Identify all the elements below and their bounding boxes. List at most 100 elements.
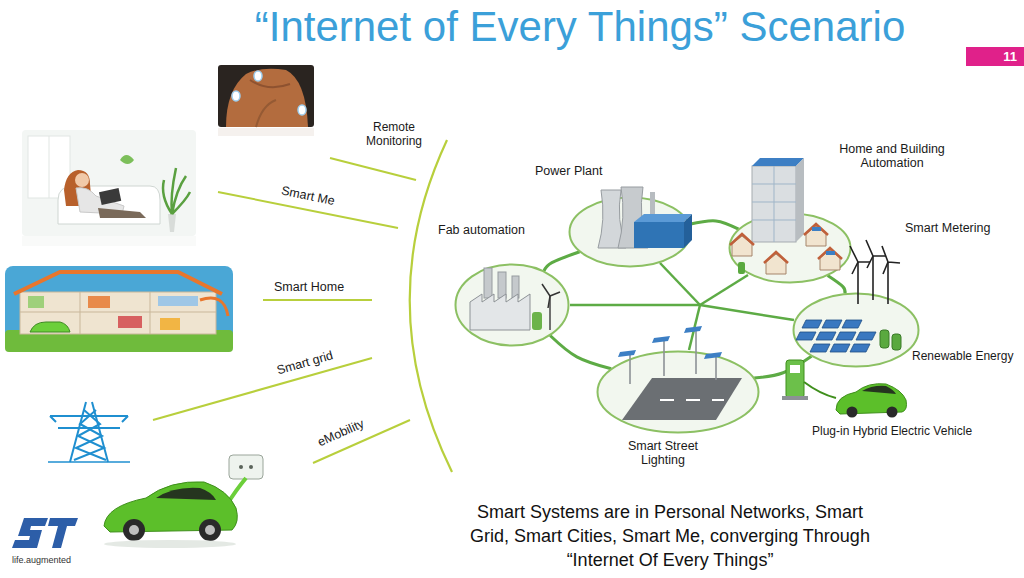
solar-panel-array <box>850 344 870 352</box>
company-logo <box>12 518 48 548</box>
remote-monitoring-photo <box>298 105 306 115</box>
factory-icon <box>484 268 492 298</box>
wind-turbine <box>866 240 886 268</box>
smart-me-photo <box>22 130 196 246</box>
node-label: Renewable Energy <box>912 350 1018 364</box>
smart-home-picture <box>20 312 216 313</box>
convergence-arc <box>410 140 452 472</box>
emobility-car <box>104 455 263 548</box>
street-icon <box>618 326 722 359</box>
smart-me-photo <box>120 155 134 164</box>
factory-icon <box>470 268 560 330</box>
street-icon <box>629 354 631 384</box>
solar-panel-array <box>856 332 876 340</box>
remote-monitoring-photo <box>254 71 262 81</box>
smart-home-picture <box>160 318 180 330</box>
branch-label: Smart Home <box>274 280 344 294</box>
pylon-symbol <box>48 402 130 462</box>
ring-connector <box>544 252 580 271</box>
slide-title: “Internet of Every Things” Scenario <box>170 4 990 50</box>
convergence-arc <box>410 140 452 472</box>
solar-panel-array <box>802 320 822 328</box>
smart-home-picture <box>88 296 110 308</box>
wind-turbine <box>850 240 900 304</box>
street-icon <box>684 326 702 333</box>
charging-station <box>804 382 836 398</box>
solar-panel-array <box>830 344 850 352</box>
emobility-car <box>156 488 216 500</box>
node-label: Fab automation <box>438 223 548 237</box>
street-icon <box>715 356 717 380</box>
street-icon <box>660 399 724 401</box>
street-icon <box>618 350 636 357</box>
wind-turbine <box>850 246 870 274</box>
wind-turbine <box>872 256 874 300</box>
wind-turbine <box>887 262 889 304</box>
wind-turbine <box>857 262 859 304</box>
smart-home-picture <box>150 292 151 334</box>
node-label: Smart Street Lighting <box>613 439 713 468</box>
house-icon <box>812 227 821 231</box>
house-icon <box>818 248 842 259</box>
solar-panel-array <box>816 332 836 340</box>
smart-home-picture <box>20 292 216 334</box>
charging-station <box>786 360 804 398</box>
ellipse-outline <box>598 352 759 433</box>
hub-spoke <box>700 275 748 305</box>
smart-home-picture <box>200 298 228 316</box>
power-plant-icon <box>684 214 692 248</box>
node-label: Smart Metering <box>905 221 1013 235</box>
smart-home-picture <box>80 292 81 334</box>
solar-panel-array <box>842 320 862 328</box>
smart-home-picture <box>158 296 198 306</box>
house-icon <box>738 262 745 274</box>
pylon-symbol <box>70 402 108 462</box>
solar-panel-array <box>810 344 830 352</box>
smart-home-picture <box>28 296 44 308</box>
building-icon <box>752 158 804 242</box>
solar-panel-array <box>836 332 856 340</box>
smart-home-picture <box>118 316 142 328</box>
smart-home-picture <box>30 322 70 332</box>
branch-label: Remote Monitoring <box>360 121 428 149</box>
street-icon <box>622 378 742 420</box>
emobility-car <box>129 525 139 535</box>
house-icon <box>730 234 754 245</box>
leader-line <box>330 158 416 180</box>
factory-icon <box>498 272 506 298</box>
solar-panel-array <box>796 320 876 352</box>
smart-me-photo <box>98 208 146 218</box>
hub-spoke <box>570 304 700 307</box>
factory-icon <box>470 294 530 330</box>
storage-tank <box>880 330 889 348</box>
leader-line <box>153 358 372 420</box>
factory-icon <box>532 312 542 330</box>
emobility-car <box>123 519 145 541</box>
charging-station <box>790 365 800 373</box>
remote-monitoring-photo <box>226 69 308 127</box>
street-icon <box>704 352 722 359</box>
pylon-symbol <box>48 461 130 463</box>
ellipse-outline <box>456 265 569 346</box>
house-icon <box>804 224 828 235</box>
branch-label: Smart grid <box>275 348 334 378</box>
building-icon <box>752 166 796 242</box>
power-plant-icon <box>598 187 692 248</box>
building-icon <box>796 158 804 242</box>
logo-tagline: life.augmented <box>12 555 71 565</box>
hybrid-car <box>887 407 898 418</box>
company-logo <box>12 518 78 548</box>
street-icon <box>663 340 665 376</box>
ellipse-node: Renewable Energy <box>792 292 920 368</box>
ring-connector <box>550 335 611 368</box>
ring-connector <box>828 276 846 294</box>
power-plant-icon <box>634 222 684 248</box>
charging-station <box>782 360 836 400</box>
wind-turbine <box>882 246 900 274</box>
street-icon <box>630 330 716 384</box>
smart-me-photo <box>22 236 196 246</box>
remote-monitoring-photo <box>218 65 314 127</box>
